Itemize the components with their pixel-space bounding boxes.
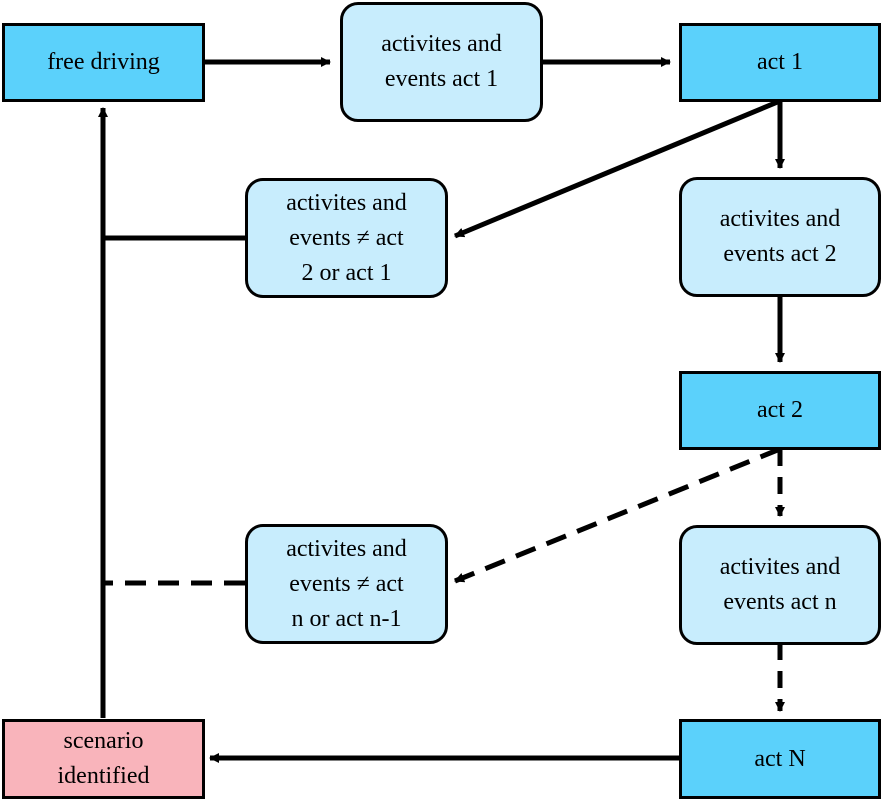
node-free-driving: free driving	[2, 23, 205, 102]
node-events-not-act2-label: activites and events ≠ act 2 or act 1	[286, 189, 407, 286]
node-act1: act 1	[679, 23, 881, 102]
node-events-not-actn-label: activites and events ≠ act n or act n-1	[286, 535, 407, 632]
node-events-actn: activites and events act n	[679, 525, 881, 645]
edge-act2-to-not-actn	[454, 446, 781, 584]
node-actN: act N	[679, 719, 881, 799]
node-scenario-identified: scenario identified	[2, 719, 205, 799]
node-events-act1: activites and events act 1	[340, 2, 543, 122]
node-act2-label: act 2	[757, 397, 803, 423]
node-act1-label: act 1	[757, 49, 803, 75]
node-events-act2: activites and events act 2	[679, 177, 881, 297]
node-events-act2-label: activites and events act 2	[719, 206, 841, 267]
node-scenario-identified-label: scenario identified	[57, 728, 150, 789]
edge-act1-to-not-act2	[454, 98, 781, 239]
node-events-not-act2: activites and events ≠ act 2 or act 1	[245, 178, 448, 298]
node-free-driving-label: free driving	[47, 49, 160, 75]
node-events-act1-label: activites and events act 1	[381, 31, 502, 92]
node-events-actn-label: activites and events act n	[719, 554, 841, 615]
node-events-not-actn: activites and events ≠ act n or act n-1	[245, 524, 448, 644]
node-actN-label: act N	[754, 745, 806, 772]
node-act2: act 2	[679, 371, 881, 450]
